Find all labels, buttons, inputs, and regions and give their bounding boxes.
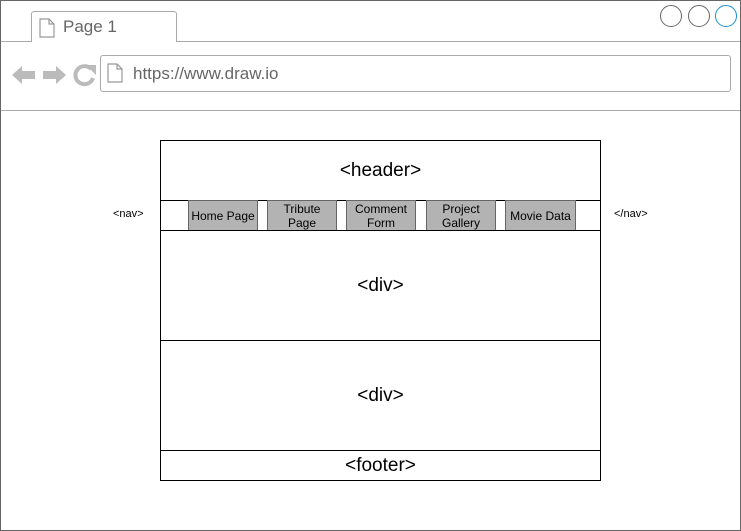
doc-icon xyxy=(39,18,55,38)
footer-label: <footer> xyxy=(345,454,416,476)
div-block-2: <div> xyxy=(160,340,601,451)
page-icon xyxy=(107,63,123,83)
tab-bar: Page 1 xyxy=(1,1,740,42)
header-block: <header> xyxy=(160,140,601,201)
url-text: https://www.draw.io xyxy=(133,64,279,83)
maximize-button[interactable] xyxy=(687,5,710,27)
browser-tab[interactable]: Page 1 xyxy=(31,11,177,42)
nav-open-tag: <nav> xyxy=(113,208,144,220)
window-controls xyxy=(659,5,737,32)
footer-block: <footer> xyxy=(160,450,601,481)
reload-icon[interactable] xyxy=(72,63,98,87)
nav-item-comment-form[interactable]: Comment Form xyxy=(346,200,416,231)
nav-item-project-gallery[interactable]: Project Gallery xyxy=(426,200,496,231)
nav-item-movie-data[interactable]: Movie Data xyxy=(505,200,576,231)
forward-arrow-icon[interactable] xyxy=(41,64,67,86)
back-arrow-icon[interactable] xyxy=(11,64,37,86)
div-block-1: <div> xyxy=(160,230,601,341)
nav-controls xyxy=(11,63,98,87)
div-label-1: <div> xyxy=(357,274,404,296)
close-button[interactable] xyxy=(715,5,737,27)
minimize-button[interactable] xyxy=(660,5,683,27)
address-bar[interactable]: https://www.draw.io xyxy=(100,55,731,92)
nav-item-home-page[interactable]: Home Page xyxy=(188,200,258,231)
browser-toolbar: https://www.draw.io xyxy=(1,42,740,111)
nav-item-tribute-page[interactable]: Tribute Page xyxy=(267,200,337,231)
header-label: <header> xyxy=(339,159,422,181)
div-label-2: <div> xyxy=(357,384,404,406)
tab-label: Page 1 xyxy=(63,17,117,36)
nav-close-tag: </nav> xyxy=(614,208,648,220)
